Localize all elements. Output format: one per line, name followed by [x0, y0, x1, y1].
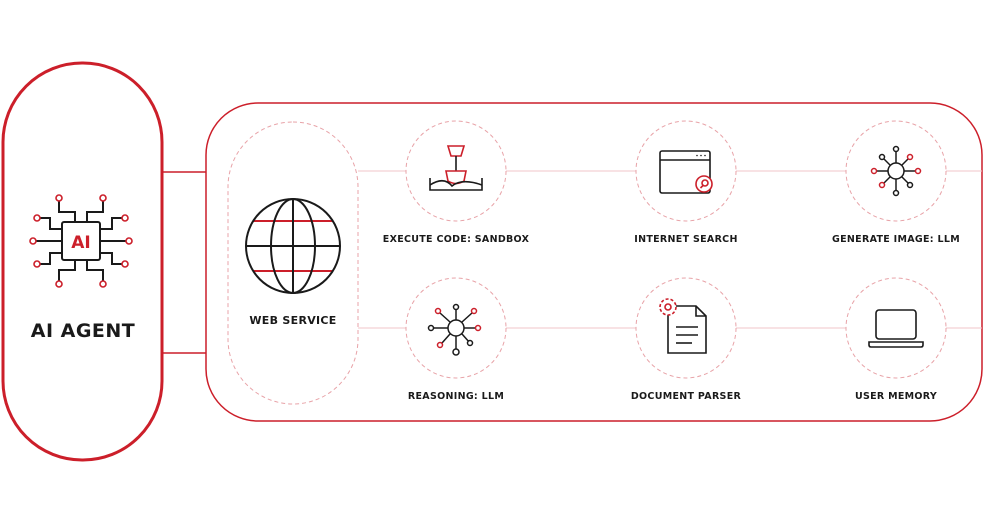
- network-node-icon: [870, 145, 922, 197]
- service-label-internet-search: INTERNET SEARCH: [634, 234, 738, 245]
- agent-label: AI AGENT: [30, 320, 136, 342]
- service-label-document-parser: DOCUMENT PARSER: [630, 391, 742, 402]
- row-connectors: [358, 170, 982, 329]
- service-label-generate-image: GENERATE IMAGE: LLM: [832, 234, 960, 245]
- agent-pill: [1, 61, 164, 462]
- service-label-execute-code: EXECUTE CODE: SANDBOX: [382, 234, 530, 245]
- globe-icon: [245, 198, 341, 294]
- web-service-label: WEB SERVICE: [249, 314, 337, 327]
- chip-text: AI: [71, 233, 90, 253]
- service-label-reasoning: REASONING: LLM: [407, 391, 505, 402]
- shovel-sandbox-icon: [429, 145, 483, 191]
- browser-search-icon: [659, 150, 713, 194]
- laptop-icon: [868, 309, 924, 348]
- reasoning-network-icon: [427, 303, 482, 356]
- service-circles: [405, 120, 947, 379]
- web-service-pill: [227, 121, 359, 405]
- chip-lead-dots: [29, 194, 133, 288]
- document-gear-icon: [659, 298, 707, 354]
- service-label-user-memory: USER MEMORY: [854, 391, 938, 402]
- services-container: [205, 102, 983, 422]
- ai-chip-icon: [36, 201, 126, 281]
